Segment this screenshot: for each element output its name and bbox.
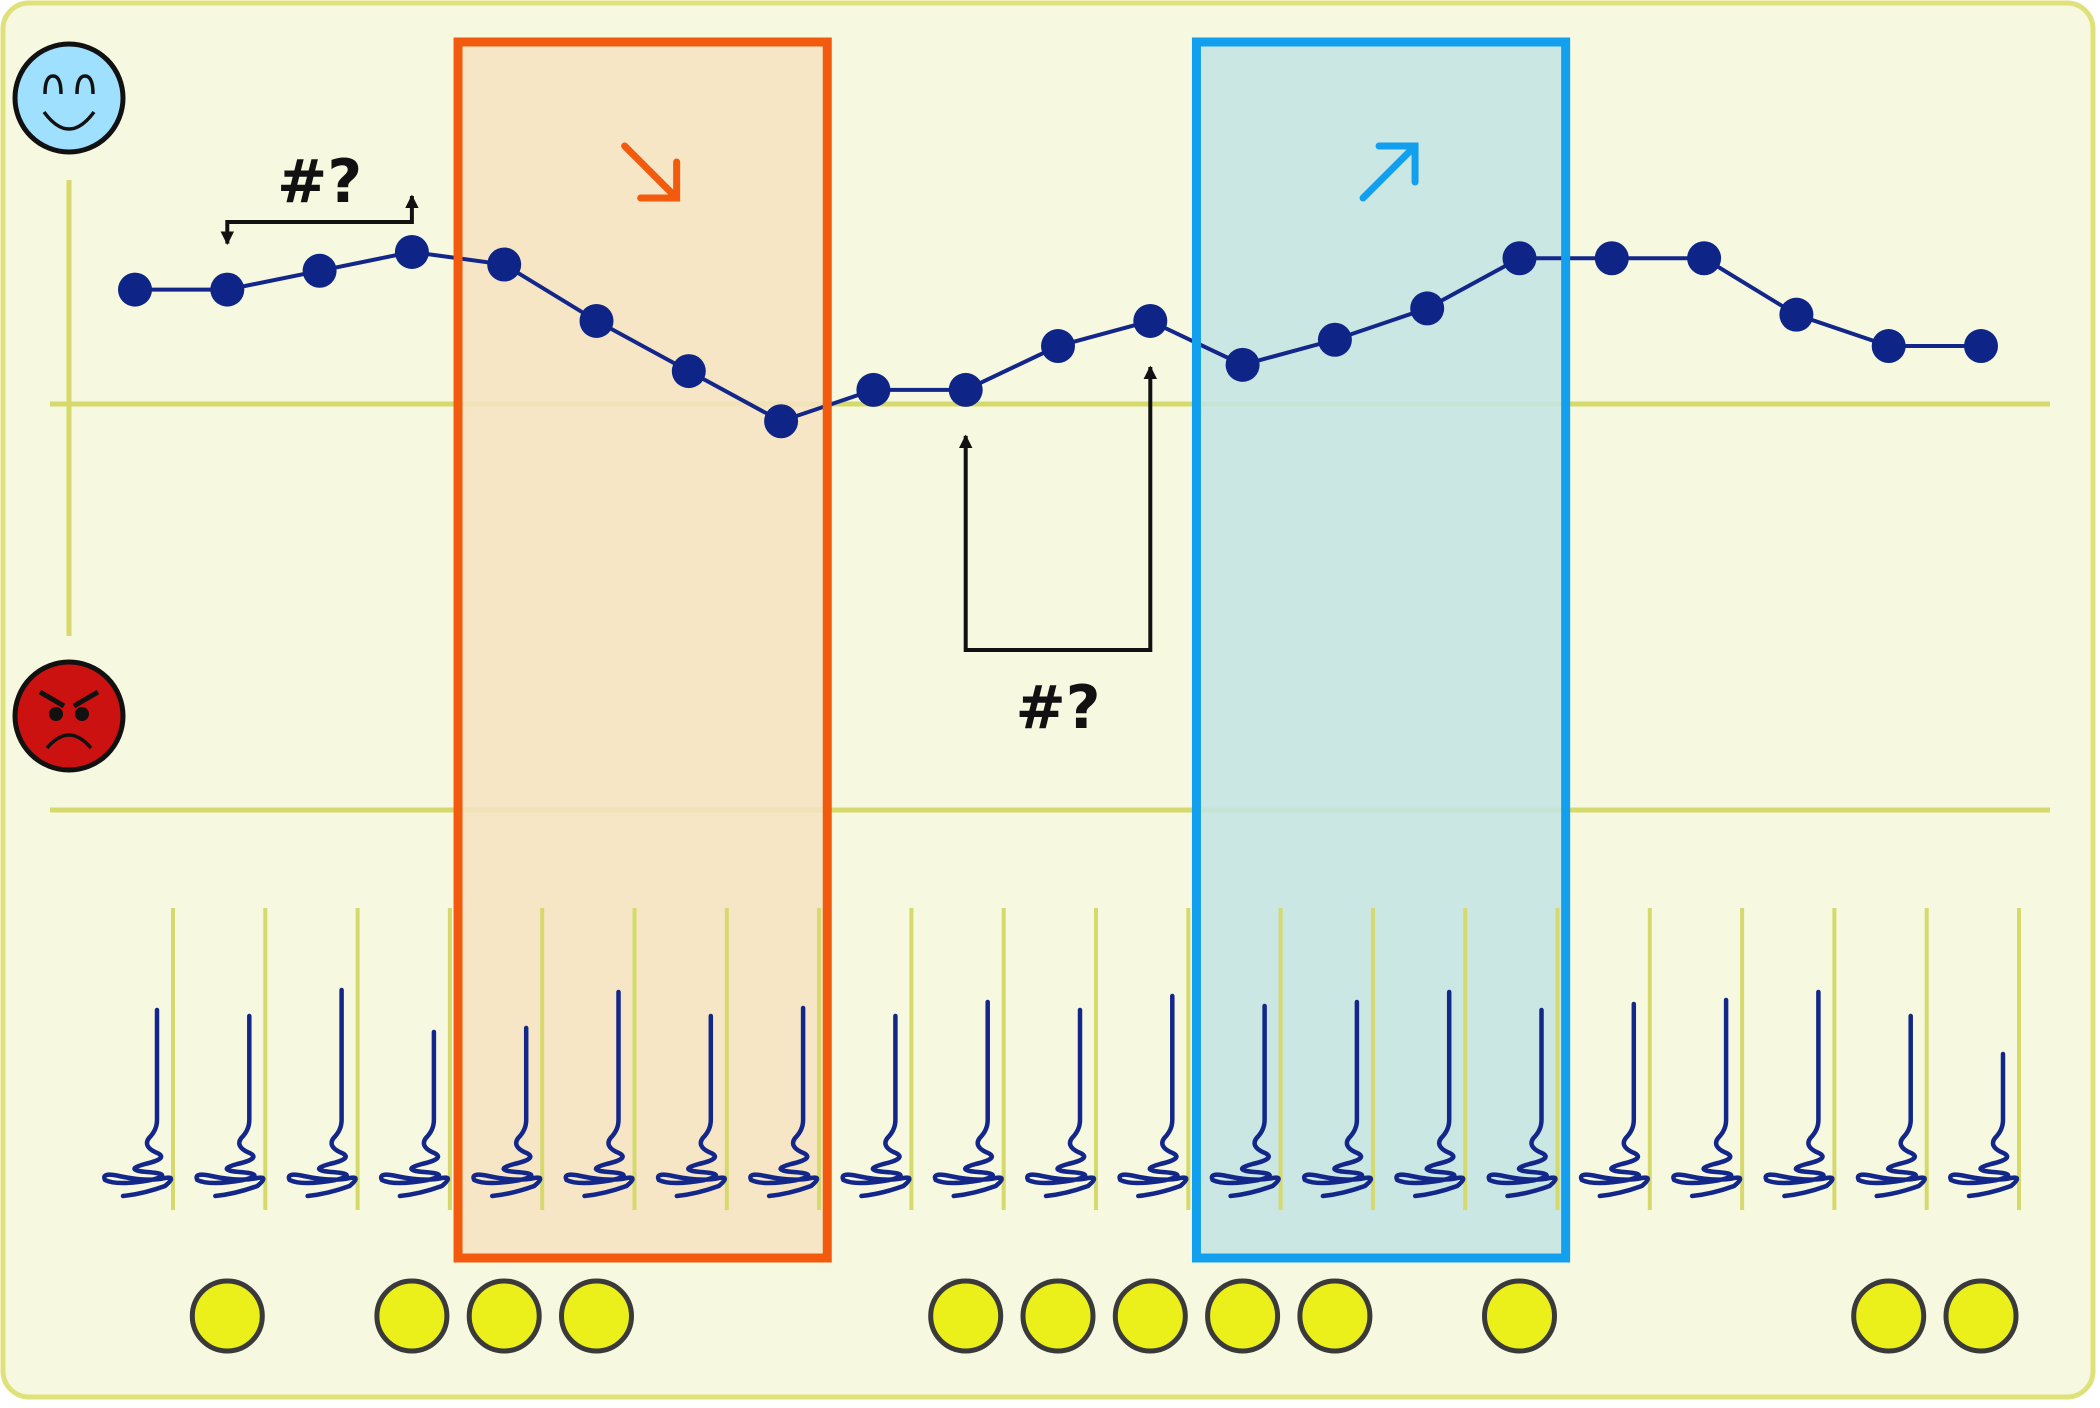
squiggle-stem-icon: [1025, 1007, 1097, 1199]
trend-point: [1410, 291, 1445, 326]
marker-dot: [466, 1278, 542, 1354]
trend-point: [302, 253, 337, 288]
trend-point: [1779, 297, 1814, 332]
trend-point: [1502, 241, 1537, 276]
squiggle-stem-icon: [1948, 1051, 2020, 1199]
squiggle-stem-icon: [1394, 989, 1466, 1199]
trend-point: [1687, 241, 1722, 276]
increase-region-box: [1191, 37, 1571, 1263]
happy-face-icon: [12, 41, 126, 155]
marker-dot: [1851, 1278, 1927, 1354]
squiggle-stem-icon: [932, 999, 1004, 1199]
squiggle-stem-icon: [748, 1005, 820, 1199]
trend-point: [118, 272, 152, 307]
marker-dot: [1297, 1278, 1373, 1354]
trend-point: [1594, 241, 1629, 276]
marker-dot: [1112, 1278, 1188, 1354]
squiggle-stem-icon: [1578, 1001, 1651, 1199]
marker-dot: [189, 1278, 265, 1354]
squiggle-stem-icon: [1855, 1013, 1927, 1199]
squiggle-stem-icon: [1209, 1003, 1281, 1199]
trend-point: [856, 372, 891, 407]
annotation-label-1: #?: [277, 147, 362, 217]
squiggle-stem-icon: [471, 1025, 543, 1199]
trend-point: [487, 247, 522, 282]
region-fills: [458, 42, 1566, 1258]
trend-point: [1225, 347, 1260, 382]
angry-face-icon: [12, 659, 126, 773]
arrow-down-right-icon: [621, 142, 681, 202]
squiggle-stem-icon: [378, 1029, 451, 1199]
trend-point: [948, 372, 983, 407]
marker-dot: [1482, 1278, 1557, 1354]
arrow-up-right-icon: [1359, 142, 1419, 202]
marker-dot: [374, 1278, 450, 1354]
trend-point: [671, 354, 706, 389]
decrease-region-fill: [458, 42, 828, 1258]
squiggle-stem-icon: [1763, 989, 1835, 1199]
tick-lines: [171, 908, 2021, 1210]
trend-point: [1871, 329, 1906, 364]
marker-dots: [189, 1278, 2019, 1354]
trend-point: [210, 272, 245, 307]
squiggle-glyphs: [102, 987, 2020, 1199]
decrease-region-box: [453, 37, 832, 1263]
region-outlines: [453, 37, 1571, 1263]
squiggle-stem-icon: [286, 987, 358, 1199]
squiggle-stem-icon: [840, 1013, 912, 1199]
squiggle-stem-icon: [1117, 993, 1189, 1199]
trend-point: [1133, 303, 1168, 338]
increase-region-fill: [1196, 42, 1566, 1258]
squiggle-stem-icon: [1671, 997, 1743, 1199]
annotation-bracket-1: [220, 194, 419, 245]
marker-dot: [1943, 1278, 2019, 1354]
annotation-bracket-2: [958, 365, 1158, 652]
squiggle-stem-icon: [194, 1013, 266, 1199]
annotation-label-2: #?: [1015, 673, 1100, 743]
marker-dot: [928, 1278, 1004, 1354]
trend-point: [1317, 322, 1352, 357]
annotations: #? #?: [220, 147, 1158, 743]
squiggle-stem-icon: [1486, 1007, 1558, 1199]
trend-point: [764, 404, 799, 439]
trend-point: [1964, 329, 1998, 364]
squiggle-stem-icon: [563, 989, 635, 1199]
squiggle-stem-icon: [102, 1007, 174, 1199]
marker-dot: [1205, 1278, 1281, 1354]
trend-point: [394, 234, 429, 269]
squiggle-stem-icon: [1301, 999, 1374, 1199]
squiggle-stem-icon: [655, 1013, 728, 1199]
trend-point: [579, 303, 614, 338]
marker-dot: [1020, 1278, 1096, 1354]
trend-point: [1041, 329, 1075, 364]
marker-dot: [559, 1278, 634, 1354]
